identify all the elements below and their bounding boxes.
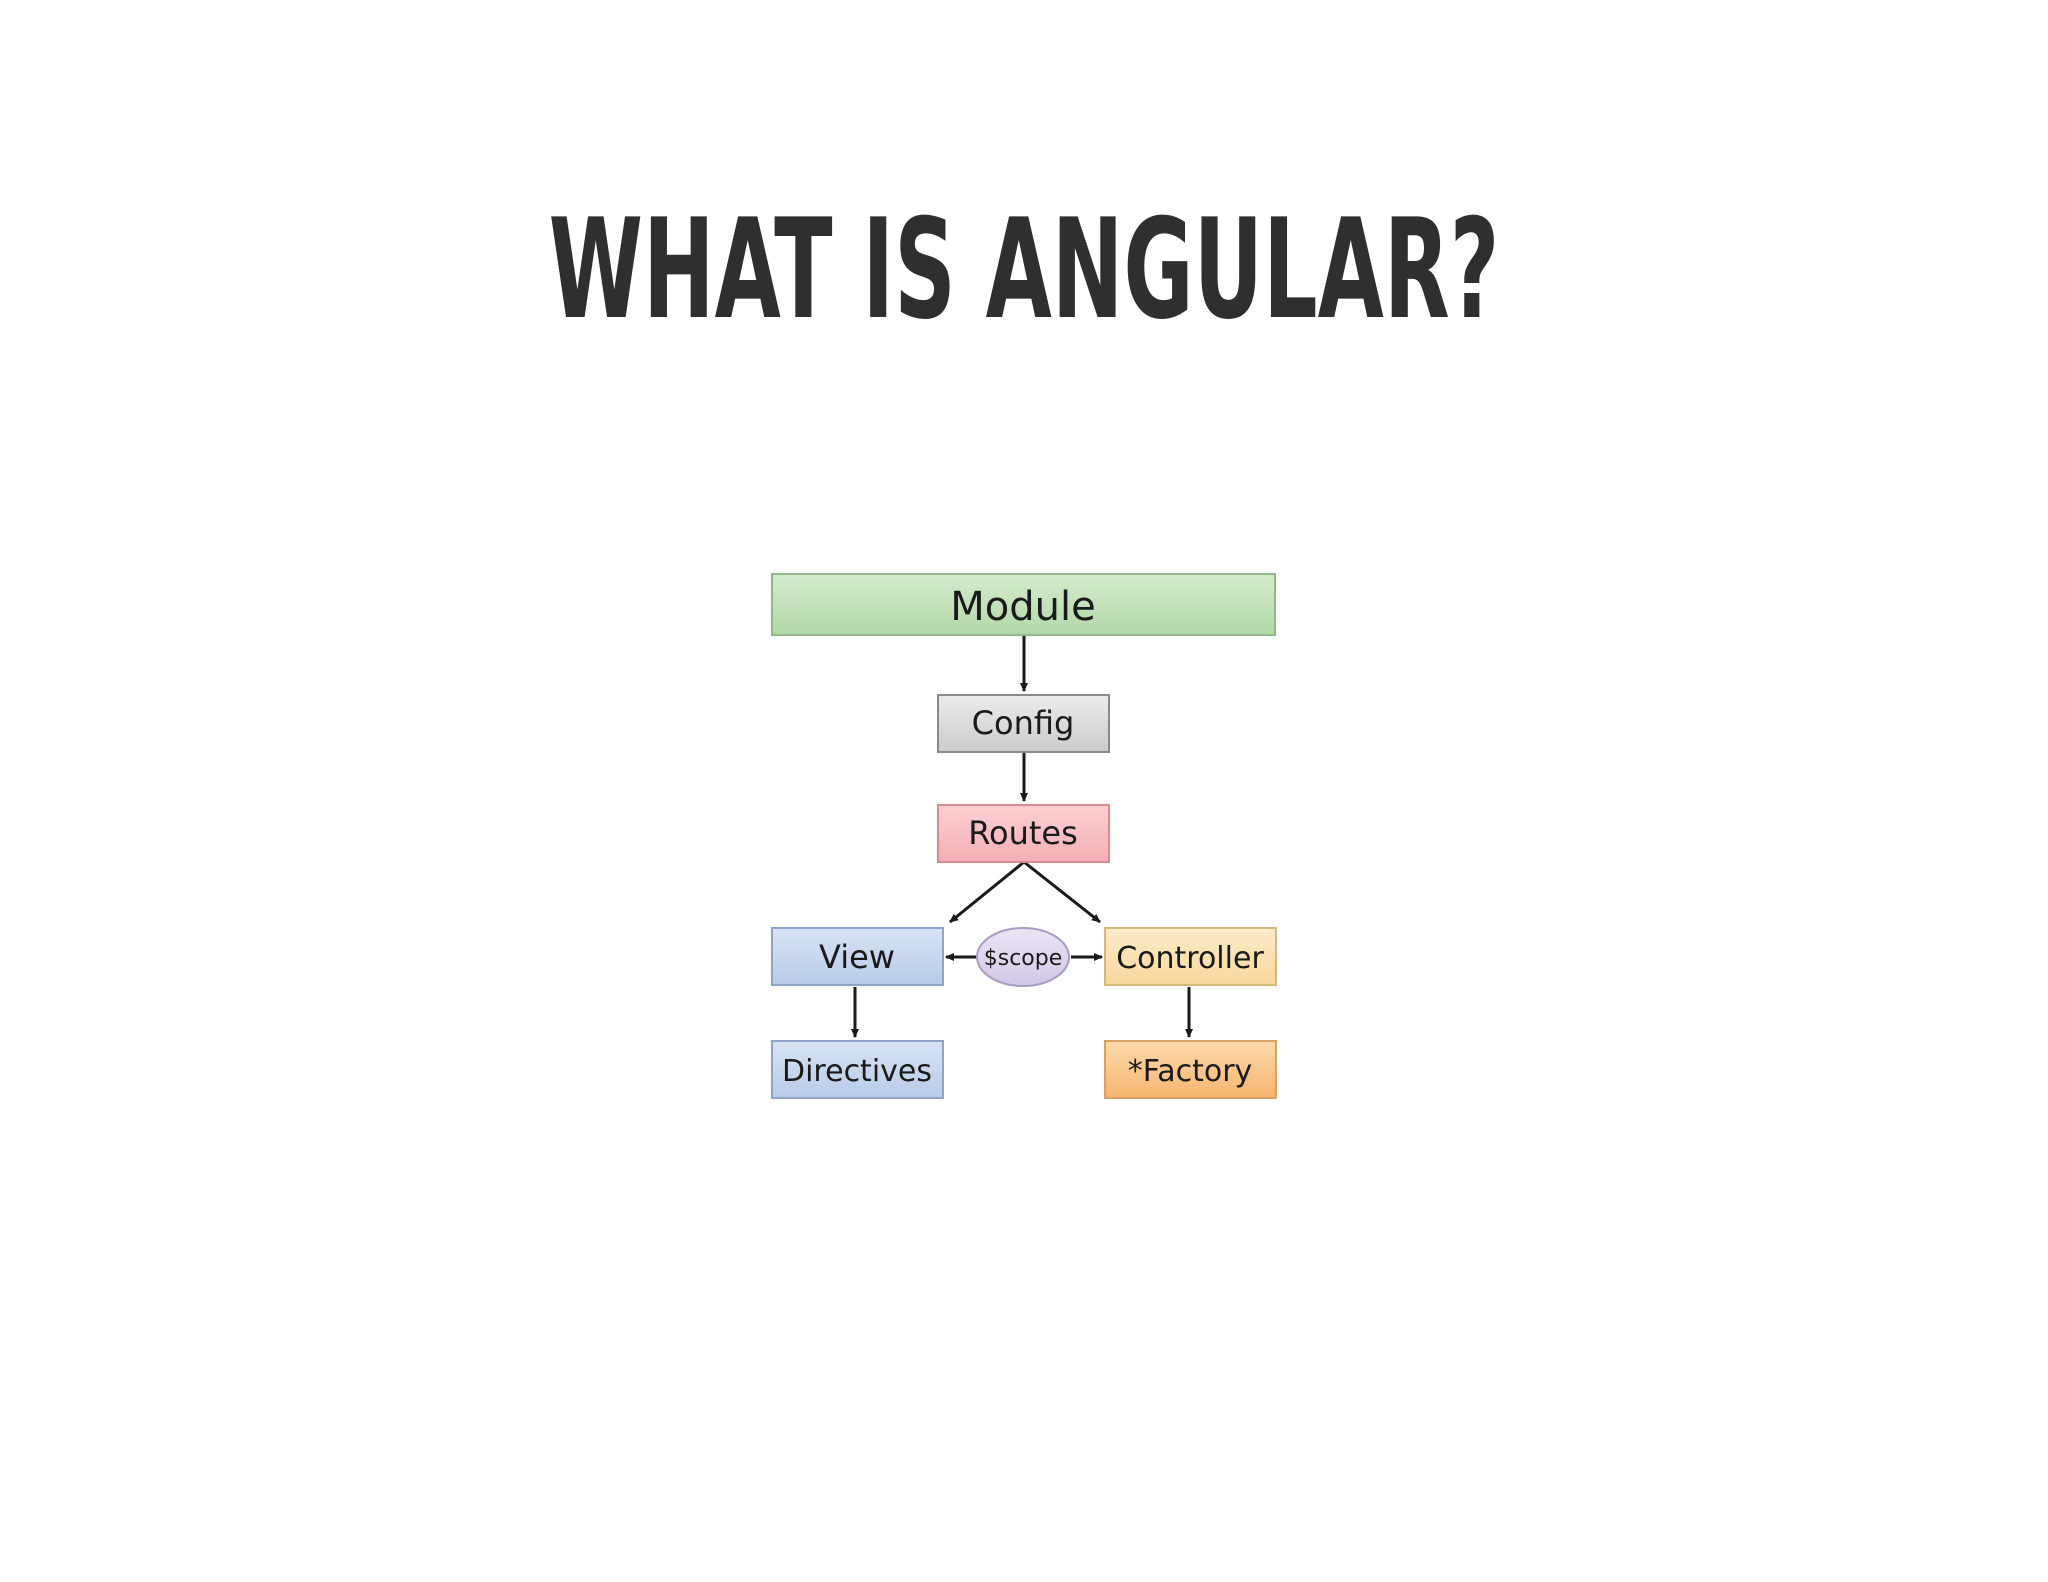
config-label: Config (972, 704, 1075, 742)
edge-routes-controller (1023, 860, 1101, 924)
node-module: Module (771, 573, 1276, 636)
edge-routes-view (949, 860, 1025, 924)
node-controller: Controller (1104, 927, 1277, 986)
node-factory: *Factory (1104, 1040, 1277, 1099)
module-label: Module (950, 584, 1095, 630)
config-box (937, 694, 1110, 753)
node-directives: Directives (771, 1040, 944, 1099)
node-scope: $scope (976, 927, 1070, 987)
edges (851, 635, 1193, 1038)
view-box (771, 927, 944, 986)
directives-label: Directives (782, 1054, 932, 1089)
controller-label: Controller (1116, 941, 1264, 976)
routes-box (937, 804, 1110, 863)
slide-title: WHAT IS ANGULAR? (548, 189, 1500, 350)
node-routes: Routes (937, 804, 1110, 863)
node-view: View (771, 927, 944, 986)
node-config: Config (937, 694, 1110, 753)
routes-label: Routes (968, 814, 1078, 852)
view-label: View (819, 938, 895, 976)
scope-ellipse (976, 927, 1070, 987)
factory-label: *Factory (1128, 1054, 1253, 1089)
factory-box (1104, 1040, 1277, 1099)
scope-label: $scope (984, 946, 1063, 971)
controller-box (1104, 927, 1277, 986)
directives-box (771, 1040, 944, 1099)
module-box (771, 573, 1276, 636)
